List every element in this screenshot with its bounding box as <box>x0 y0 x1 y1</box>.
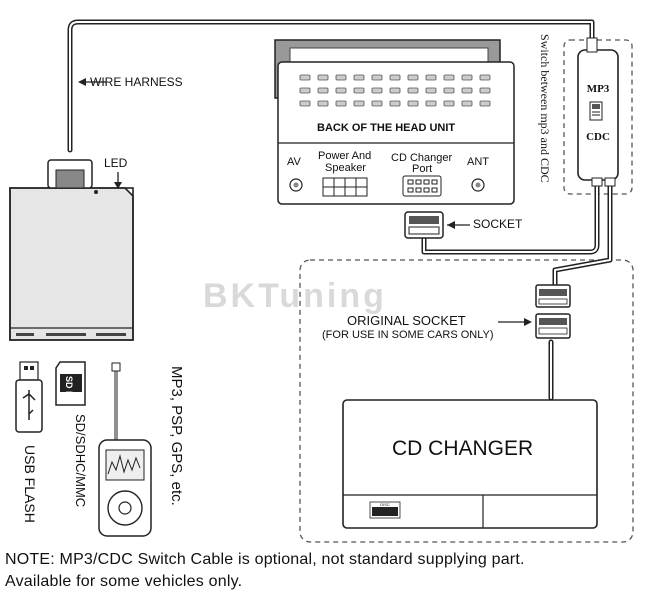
note-line-2: Available for some vehicles only. <box>5 573 243 590</box>
av-label: AV <box>287 156 301 168</box>
cd-changer-label: CD CHANGER <box>392 437 534 460</box>
original-socket-label: ORIGINAL SOCKET <box>347 313 466 328</box>
socket-connector <box>404 211 470 239</box>
mp3-cdc-switch <box>577 37 619 187</box>
original-socket-note: (FOR USE IN SOME CARS ONLY) <box>322 329 494 341</box>
cd-changer-box <box>342 399 598 529</box>
head-unit <box>274 39 515 205</box>
socket-label: SOCKET <box>473 217 523 231</box>
cd-changer-port-label-line1: CD Changer <box>391 152 453 164</box>
mp3-players-label: MP3, PSP, GPS, etc. <box>168 366 185 506</box>
usb-icon <box>22 390 36 420</box>
interface-box <box>9 159 134 341</box>
switch-caption: Switch between mp3 and CDC <box>538 34 552 183</box>
ant-label: ANT <box>467 156 489 168</box>
usb-flash-label: USB FLASH <box>22 445 38 523</box>
vent-slots <box>299 74 491 107</box>
switch-bottom-label: CDC <box>586 131 610 143</box>
sd-card <box>55 361 86 406</box>
usb-flash-drive <box>15 361 43 433</box>
disc-logo-text: DISC <box>380 502 390 507</box>
changer-dashed-box <box>299 259 634 543</box>
power-speaker-connector <box>322 177 368 197</box>
power-speaker-label-line1: Power And <box>318 150 372 162</box>
cd-changer-port-label-line2: Port <box>412 163 433 175</box>
note-line-1: NOTE: MP3/CDC Switch Cable is optional, … <box>5 551 525 568</box>
switch-top-label: MP3 <box>587 83 610 95</box>
mp3-player <box>98 362 152 537</box>
back-of-head-unit-label: BACK OF THE HEAD UNIT <box>317 122 456 134</box>
sd-card-logo: SD HC <box>64 376 74 405</box>
cd-changer-port <box>402 175 442 197</box>
watermark: BKTuning <box>203 277 387 315</box>
power-speaker-label-line2: Speaker <box>325 162 366 174</box>
cables <box>67 19 613 442</box>
led-dot <box>94 190 98 194</box>
led-label: LED <box>104 156 128 170</box>
sd-card-label: SD/SDHC/MMC <box>73 414 88 508</box>
wire-harness-label: WIRE HARNESS <box>90 75 183 89</box>
original-socket <box>498 284 571 339</box>
